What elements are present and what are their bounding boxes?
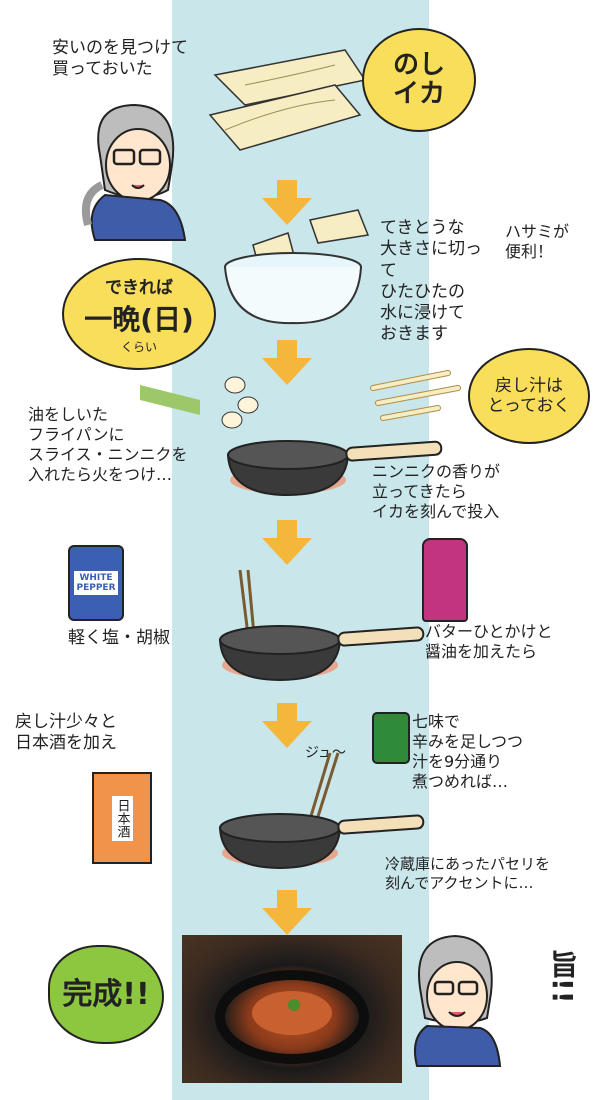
step-arrow bbox=[262, 520, 312, 565]
note-umai: 旨!! bbox=[546, 950, 579, 1004]
sake-carton-label: 日本酒 bbox=[111, 795, 133, 841]
note-bought-cheap: 安いのを見つけて 買っておいた bbox=[52, 38, 188, 80]
note-butter-soy: バターひとかけと 醤油を加えたら bbox=[425, 622, 553, 661]
overnight-top-label: できれば bbox=[105, 278, 173, 298]
note-garlic-squid: ニンニクの香りが 立ってきたら イカを刻んで投入 bbox=[372, 462, 501, 521]
dried-squid-illustration bbox=[208, 49, 367, 151]
note-soak-sake: 戻し汁少々と 日本酒を加え bbox=[15, 712, 117, 754]
note-salt-pepper: 軽く塩・胡椒 bbox=[68, 628, 170, 648]
white-pepper-can: WHITE PEPPER bbox=[68, 545, 124, 621]
bowl-with-squid-illustration bbox=[224, 209, 370, 325]
step-arrow bbox=[262, 703, 312, 748]
sake-carton: 日本酒 bbox=[92, 772, 152, 864]
bubble-overnight: できれば 一晩(日) くらい bbox=[62, 258, 216, 370]
step-arrow bbox=[262, 340, 312, 385]
note-oil-pan: 油をしいた フライパンに スライス・ニンニクを 入れたら火をつけ… bbox=[28, 405, 188, 484]
person-glasses-illustration bbox=[81, 103, 187, 241]
pan-simmer-illustration bbox=[218, 752, 425, 870]
white-pepper-label: WHITE PEPPER bbox=[74, 571, 118, 595]
shichimi-can bbox=[372, 712, 410, 764]
overnight-main-label: 一晩(日) bbox=[84, 303, 194, 336]
dish-bowl-shape bbox=[215, 970, 369, 1064]
bubble-noshi-ika: のし イカ bbox=[362, 28, 476, 132]
bubble-complete: 完成!! bbox=[48, 945, 164, 1044]
cut-squid-pieces-illustration bbox=[370, 370, 461, 421]
note-scissors: ハサミが 便利！ bbox=[505, 222, 570, 261]
person-happy-illustration bbox=[414, 934, 502, 1067]
step-arrow bbox=[262, 890, 312, 935]
finished-dish-photo bbox=[182, 935, 402, 1083]
garlic-slices-illustration bbox=[140, 376, 259, 429]
note-cut-soak: てきとうな 大きさに切って ひたひたの 水に浸けて おきます bbox=[380, 218, 482, 345]
step-arrow bbox=[262, 180, 312, 225]
overnight-bottom-label: くらい bbox=[120, 340, 157, 354]
note-parsley: 冷蔵庫にあったパセリを 刻んでアクセントに… bbox=[385, 855, 551, 892]
pan-with-chopsticks-illustration bbox=[218, 569, 425, 682]
bubble-keep-liquid: 戻し汁は とっておく bbox=[468, 348, 590, 444]
frying-pan-illustration bbox=[226, 440, 443, 497]
note-shichimi: 七味で 辛みを足しつつ 汁を9分通り 煮つめれば… bbox=[412, 712, 524, 791]
soy-sauce-bottle bbox=[422, 538, 468, 622]
